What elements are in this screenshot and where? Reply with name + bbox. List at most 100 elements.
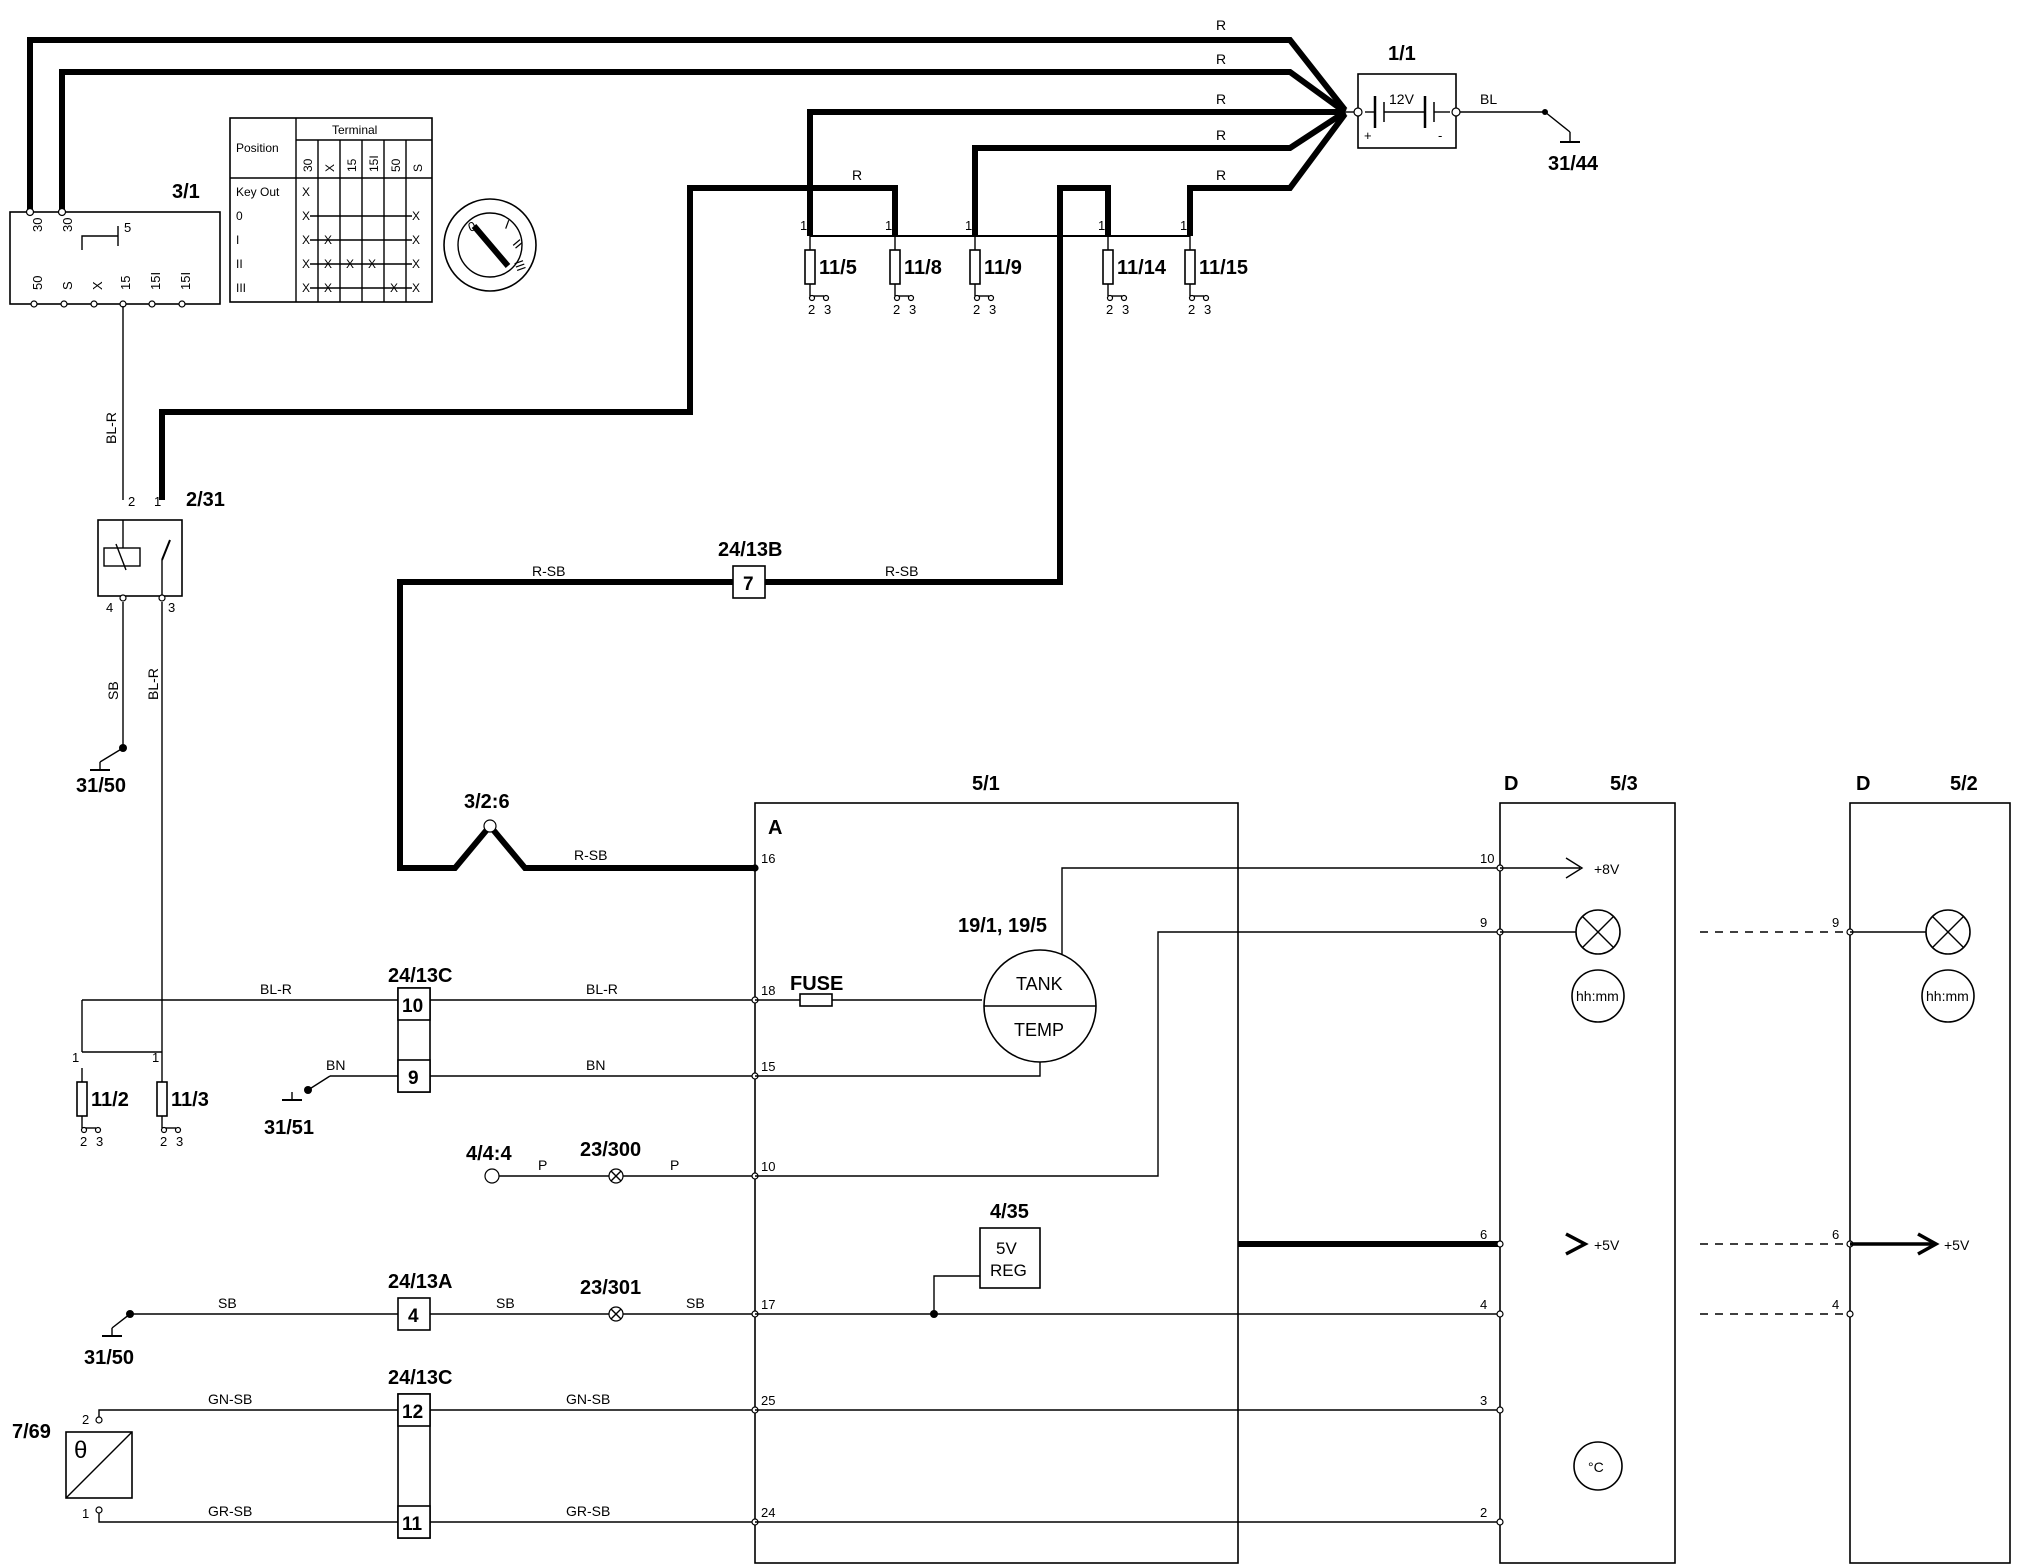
dashed-links xyxy=(1700,931,1850,1315)
output-8v: +8V xyxy=(1594,861,1620,877)
table-col-50: 50 xyxy=(389,158,403,172)
switch-term-30b: 30 xyxy=(60,218,75,232)
fuse-body xyxy=(804,249,816,285)
connector-24-13c-pin-12: 12 xyxy=(402,1402,423,1423)
wire-label-bn-2: BN xyxy=(586,1057,605,1073)
switch-term-15i-a: 15I xyxy=(148,272,163,290)
wire-label-r-5: R xyxy=(1216,167,1226,183)
fuse-pin-1: 1 xyxy=(1180,218,1187,233)
wire-r-to-relay xyxy=(159,185,810,500)
table-mark: X xyxy=(412,257,420,271)
ignition-switch-box xyxy=(9,211,221,305)
module-5-1-section: A xyxy=(768,817,782,839)
gauge-ref: 19/1, 19/5 xyxy=(958,915,1047,937)
regulator-ref: 4/35 xyxy=(990,1201,1029,1223)
table-row-0: 0 xyxy=(236,209,243,223)
switch-term-50: 50 xyxy=(30,276,45,290)
fuse-ref: 11/2 xyxy=(91,1089,129,1111)
connector-24-13b-ref: 24/13B xyxy=(718,539,783,561)
relay-pin-1: 1 xyxy=(154,494,161,509)
fuse-pin-3: 3 xyxy=(1204,302,1211,317)
battery-ref: 1/1 xyxy=(1388,43,1416,65)
module-5-2-section: D xyxy=(1856,773,1870,795)
pin-4: 4 xyxy=(1832,1297,1839,1312)
connector-24-13c-pin-11: 11 xyxy=(402,1514,423,1535)
pin-4: 4 xyxy=(1480,1297,1487,1312)
output-5v-5-3: +5V xyxy=(1594,1237,1620,1253)
switch-term-30a: 30 xyxy=(30,218,45,232)
pin-17: 17 xyxy=(761,1297,775,1312)
table-col-15i: 15I xyxy=(367,155,381,172)
sensor-ref: 7/69 xyxy=(12,1421,51,1443)
wire-label-r-6: R xyxy=(852,167,862,183)
relay-pin-4: 4 xyxy=(106,600,113,615)
table-row-iii: III xyxy=(236,281,246,295)
connector-24-13a-ref: 24/13A xyxy=(388,1271,453,1293)
pin-dot xyxy=(1496,1240,1504,1248)
pin-6: 6 xyxy=(1832,1227,1839,1242)
module-5-2-ref: 5/2 xyxy=(1950,773,1978,795)
fuse-pin-2: 2 xyxy=(160,1134,167,1149)
wire-r-to-fuse-11-15 xyxy=(1187,112,1348,236)
fuse-pin-2: 2 xyxy=(1188,302,1195,317)
table-col-s: S xyxy=(411,164,425,172)
pin-10: 10 xyxy=(761,1159,775,1174)
pin-dot xyxy=(1846,1310,1854,1318)
wire-label-blr-2: BL-R xyxy=(145,668,161,700)
battery-minus: - xyxy=(1438,128,1442,143)
fuse-pin-1: 1 xyxy=(965,218,972,233)
switch-term-s: S xyxy=(60,281,75,290)
fuse-ref: 11/14 xyxy=(1117,257,1167,279)
temp-display xyxy=(1573,1441,1623,1491)
table-mark: X xyxy=(302,281,310,295)
table-mark: X xyxy=(412,233,420,247)
regulator-line1: 5V xyxy=(996,1239,1017,1258)
fuse-pin-2: 2 xyxy=(973,302,980,317)
fuse-pin-3: 3 xyxy=(96,1134,103,1149)
dial-label-i: I xyxy=(503,217,512,232)
relay-ref: 2/31 xyxy=(186,489,225,511)
regulator-box xyxy=(979,1227,1041,1289)
blr-circuit: BL-R 2/31 2 1 4 3 SB 31/50 BL-R BL-R xyxy=(76,306,398,1068)
fuse-pin-1: 1 xyxy=(800,218,807,233)
fuse-body xyxy=(969,249,981,285)
clock-display xyxy=(1571,969,1625,1023)
pin-6: 6 xyxy=(1480,1227,1487,1242)
table-position-header: Position xyxy=(236,141,279,155)
ground-31-50-b: 31/50 xyxy=(84,1347,134,1369)
wire-r-fuse-11-5-to-11-8 xyxy=(810,185,898,236)
wire-r-to-switch-30a xyxy=(27,37,1348,212)
table-col-30: 30 xyxy=(301,158,315,172)
clock-label-5-3: hh:mm xyxy=(1576,988,1619,1004)
dial-label-iii: III xyxy=(511,258,529,273)
wire-label-sb-1: SB xyxy=(105,681,121,700)
sensor-theta-icon: θ xyxy=(74,1437,87,1464)
fuse-pin-1: 1 xyxy=(885,218,892,233)
ignition-switch: 3/1 30 30 5 50 S X 15 15I 15I Posi xyxy=(9,117,537,308)
dial-label-0: 0 xyxy=(466,218,478,235)
connector-24-13c-lower-ref: 24/13C xyxy=(388,1367,453,1389)
wire-label-p-1: P xyxy=(538,1157,547,1173)
module-5-3-ref: 5/3 xyxy=(1610,773,1638,795)
fuse-ref: 11/3 xyxy=(171,1089,209,1111)
module-5-1-box xyxy=(754,802,1239,1564)
table-mark: X xyxy=(412,281,420,295)
table-row-keyout: Key Out xyxy=(236,185,280,199)
pin-9: 9 xyxy=(1832,915,1839,930)
battery-ground-ref: 31/44 xyxy=(1548,153,1599,175)
wire-r-to-switch-30b xyxy=(59,69,1347,212)
connector-24-13c-upper-ref: 24/13C xyxy=(388,965,453,987)
fuse-ref: 11/5 xyxy=(819,257,857,279)
fuse-body xyxy=(76,1081,88,1117)
pin-2: 2 xyxy=(1480,1505,1487,1520)
wire-label-r-3: R xyxy=(1216,91,1226,107)
wire-label-gnsb-2: GN-SB xyxy=(566,1391,610,1407)
